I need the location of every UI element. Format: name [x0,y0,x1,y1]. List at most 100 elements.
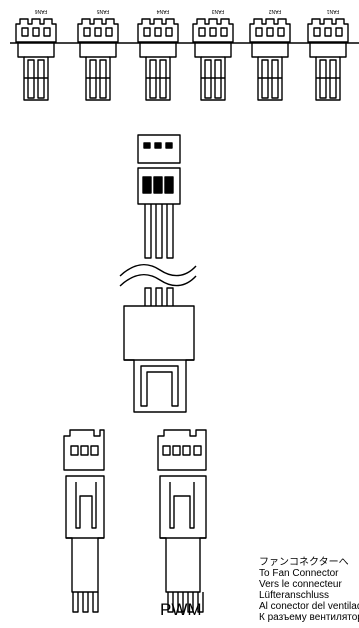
fan-header-label: FAN1 [327,8,340,14]
fan-header-label: FAN3 [212,8,225,14]
header-latch [37,59,45,99]
three-pin-body [65,475,105,593]
plug-face [137,134,181,164]
plug-wire [166,287,174,306]
header-latch [204,59,212,99]
header-pin-slot [266,27,274,37]
fan-header-label: FAN6 [35,8,48,14]
header-latch [271,59,279,99]
header-pin-slot [209,27,217,37]
three-pin-socket [63,429,105,471]
header-latch [99,59,107,99]
header-pin-slot [83,27,91,37]
header-socket [77,18,119,43]
header-pin-slot [21,27,29,37]
fan-header-4: FAN3 [192,8,234,101]
plug-wire [166,204,174,259]
header-pin-slot [255,27,263,37]
pwm-label: PWM [160,600,202,619]
plug-hole [143,142,151,149]
header-body [251,43,289,101]
header-socket [15,18,57,43]
pwm-slot [193,445,202,456]
header-latch [159,59,167,99]
header-body [79,43,117,101]
plug-wire [144,204,152,259]
header-pin-slot [335,27,343,37]
plug-contact [153,176,163,194]
header-pin-slot [143,27,151,37]
fan-header-2: FAN5 [77,8,119,101]
plug-contact [142,176,152,194]
fan-header-label: FAN2 [269,8,282,14]
plug-wire [155,287,163,306]
pwm-pin [167,592,174,613]
header-body [139,43,177,101]
header-body [194,43,232,101]
plug-contact [164,176,174,194]
pwm-slot [172,445,181,456]
plug-hole [165,142,173,149]
fan-header-label: FAN5 [97,8,110,14]
to-fan-connector-text: ファンコネクターへ To Fan Connector Vers le conne… [259,557,359,623]
header-pin-slot [220,27,228,37]
header-pin-slot [105,27,113,37]
header-pin-slot [94,27,102,37]
three-pin-pin [72,592,79,613]
break-mark [119,273,197,287]
fan-header-1: FAN6 [15,8,57,101]
pwm-body [159,475,207,593]
header-pin-slot [154,27,162,37]
header-pin-slot [32,27,40,37]
three-pin-pin [82,592,89,613]
pwm-slot [162,445,171,456]
fan-header-label: FAN4 [157,8,170,14]
header-socket [249,18,291,43]
header-pin-slot [198,27,206,37]
pwm-pin [177,592,184,613]
header-latch [329,59,337,99]
header-pin-slot [324,27,332,37]
header-receptacle [123,305,195,413]
pwm-pin [197,592,204,613]
connect-line-fr: Vers le connecteur [259,579,342,590]
receptacle-key [140,365,179,407]
fan-header-6: FAN1 [307,8,349,101]
pwm-header [157,429,207,613]
fan-cable-plug [119,134,197,306]
header-latch [319,59,327,99]
three-pin-pin [92,592,99,613]
header-socket [192,18,234,43]
header-latch [261,59,269,99]
fan-header-3: FAN4 [137,8,179,101]
header-latch [149,59,157,99]
pwm-latch [169,482,195,529]
connect-line-ja: ファンコネクターへ [259,557,349,568]
connect-line-de: Lüfteranschluss [259,590,330,601]
header-latch [27,59,35,99]
fan-header-5: FAN2 [249,8,291,101]
three-pin-slot [70,445,79,456]
pwm-pin [187,592,194,613]
header-body [309,43,347,101]
header-pin-slot [165,27,173,37]
receptacle-shell [123,305,195,413]
three-pin-slot [80,445,89,456]
header-latch [214,59,222,99]
plug-wire [155,204,163,259]
connect-line-en: To Fan Connector [259,568,339,579]
header-body [17,43,55,101]
pwm-slot [182,445,191,456]
header-socket [137,18,179,43]
pwm-socket [157,429,207,471]
header-pin-slot [277,27,285,37]
connect-line-ru: К разъему вентилятора [259,612,359,623]
three-pin-slot [90,445,99,456]
header-socket [307,18,349,43]
three-pin-latch [75,482,97,529]
header-pin-slot [313,27,321,37]
header-latch [89,59,97,99]
plug-body [137,167,181,205]
header-pin-slot [43,27,51,37]
